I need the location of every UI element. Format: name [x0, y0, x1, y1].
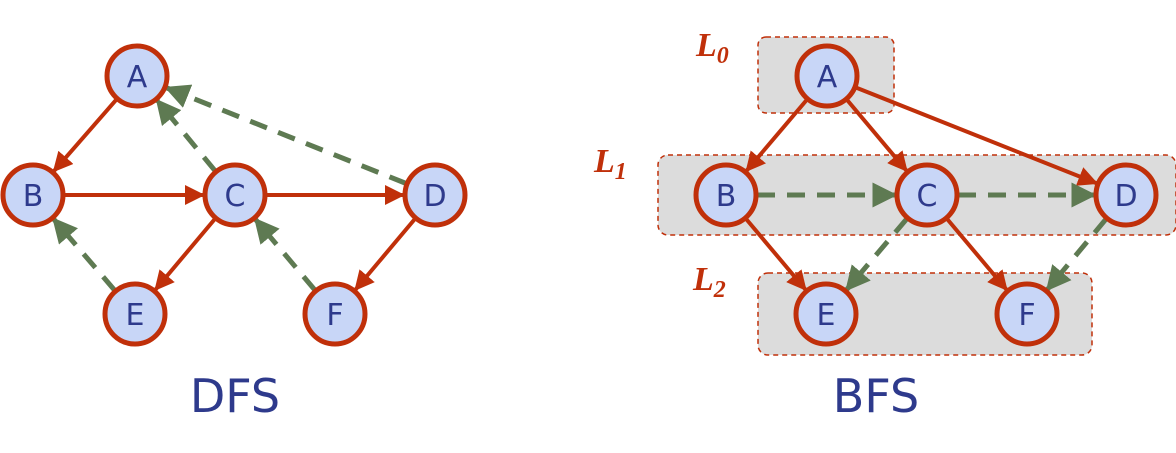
bfs-node-circle — [994, 281, 1060, 347]
bfs-node-f: F — [994, 281, 1060, 347]
bfs-node-c: C — [894, 162, 960, 228]
dfs-node-circle — [104, 43, 170, 109]
bfs-node-circle — [693, 162, 759, 228]
level-1-letter: L — [593, 143, 615, 180]
dfs-node-f: F — [302, 281, 368, 347]
dfs-node-c: C — [202, 162, 268, 228]
dfs-edges — [51, 84, 417, 293]
bfs-tree-edge-a-c — [845, 98, 908, 173]
bfs-tree-edge-a-d — [855, 85, 1099, 186]
bfs-node-label: C — [917, 179, 938, 214]
bfs-tree-edge-b-e — [744, 217, 807, 292]
bfs-cross-edge-d-f — [1045, 217, 1109, 292]
bfs-node-e: E — [793, 281, 859, 347]
level-0-index: 0 — [717, 43, 729, 69]
dfs-node-d: D — [402, 162, 468, 228]
level-0-letter: L — [695, 27, 717, 64]
level-2-index: 2 — [713, 277, 726, 303]
bfs-node-d: D — [1093, 162, 1159, 228]
dfs-nodes: A B C D E F — [0, 43, 468, 347]
level-2-letter: L — [692, 261, 714, 298]
dfs-caption: DFS — [190, 369, 280, 423]
dfs-back-edge-f-c — [253, 217, 317, 292]
bfs-node-label: D — [1114, 179, 1137, 214]
bfs-tree-edge-a-b — [745, 98, 809, 173]
level-1-index: 1 — [615, 159, 627, 185]
dfs-node-b: B — [0, 162, 66, 228]
bfs-node-circle — [1093, 162, 1159, 228]
bfs-edges — [744, 85, 1109, 292]
dfs-node-circle — [202, 162, 268, 228]
bfs-node-a: A — [794, 43, 860, 109]
dfs-node-circle — [102, 281, 168, 347]
dfs-back-edge-c-a — [155, 98, 218, 173]
dfs-node-circle — [302, 281, 368, 347]
dfs-node-a: A — [104, 43, 170, 109]
dfs-node-circle — [402, 162, 468, 228]
bfs-tree-edge-c-f — [945, 217, 1008, 292]
dfs-node-label: B — [23, 179, 44, 214]
dfs-back-edge-e-b — [51, 217, 117, 293]
dfs-back-edge-d-a — [164, 84, 408, 186]
dfs-node-label: D — [423, 179, 446, 214]
bfs-caption: BFS — [833, 369, 919, 423]
dfs-node-label: C — [225, 179, 246, 214]
dfs-tree-edge-d-f — [354, 217, 417, 292]
level-2-label: L2 — [692, 261, 726, 303]
dfs-node-label: E — [126, 298, 145, 333]
bfs-node-label: B — [716, 179, 737, 214]
dfs-node-label: A — [127, 60, 148, 95]
bfs-nodes: A B C D E F — [693, 43, 1159, 347]
bfs-node-circle — [793, 281, 859, 347]
bfs-node-label: A — [817, 60, 838, 95]
dfs-node-circle — [0, 162, 66, 228]
dfs-node-e: E — [102, 281, 168, 347]
bfs-node-label: E — [817, 298, 836, 333]
bfs-node-b: B — [693, 162, 759, 228]
level-0-label: L0 — [695, 27, 729, 69]
dfs-tree-edge-a-b — [52, 98, 119, 173]
bfs-node-circle — [794, 43, 860, 109]
bfs-node-label: F — [1018, 298, 1035, 333]
level-1-label: L1 — [593, 143, 627, 185]
dfs-tree-edge-c-e — [154, 217, 217, 292]
bfs-node-circle — [894, 162, 960, 228]
dfs-node-label: F — [326, 298, 343, 333]
bfs-level-labels: L0 L1 L2 — [593, 27, 729, 303]
bfs-cross-edge-c-e — [844, 217, 909, 292]
